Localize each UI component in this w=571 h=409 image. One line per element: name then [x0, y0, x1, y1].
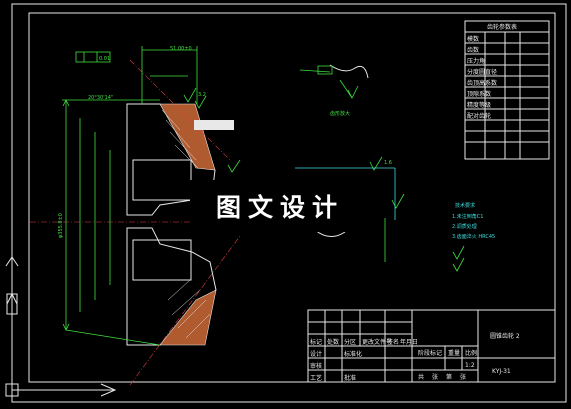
- svg-text:齿数: 齿数: [467, 46, 479, 54]
- svg-text:2.调质处理: 2.调质处理: [452, 223, 477, 230]
- svg-text:共: 共: [418, 373, 424, 381]
- svg-text:更改文件号: 更改文件号: [362, 338, 392, 346]
- roughness-symbols: 3.2 1.6: [183, 87, 405, 209]
- outer-frame: [11, 3, 567, 403]
- drawing-number[interactable]: KYJ-31: [492, 368, 511, 375]
- svg-text:技术要求: 技术要求: [455, 202, 475, 209]
- svg-text:1:2: 1:2: [465, 362, 475, 369]
- svg-text:年月日: 年月日: [400, 338, 418, 346]
- svg-text:签名: 签名: [387, 338, 399, 346]
- svg-text:标记: 标记: [310, 338, 322, 346]
- svg-text:齿轮参数表: 齿轮参数表: [487, 23, 517, 31]
- svg-text:张: 张: [460, 373, 466, 381]
- dimension-lines: [62, 46, 198, 346]
- svg-text:齿形放大: 齿形放大: [330, 110, 350, 117]
- svg-text:标准化: 标准化: [344, 350, 362, 358]
- dim-top-width[interactable]: 51.00±0: [170, 46, 192, 52]
- tolerance-frame-top[interactable]: 0.01: [75, 51, 111, 63]
- svg-text:工艺: 工艺: [310, 374, 322, 382]
- svg-text:配对齿轮: 配对齿轮: [467, 112, 491, 120]
- title-block: 标记 处数 分区 更改文件号 签名 年月日 设计 标准化 审核 工艺 批准 阶段…: [307, 309, 556, 383]
- svg-text:顶隙系数: 顶隙系数: [467, 90, 491, 98]
- svg-text:处数: 处数: [327, 338, 339, 346]
- svg-text:比例: 比例: [465, 349, 477, 357]
- svg-text:3.齿面淬火 HRC45: 3.齿面淬火 HRC45: [452, 233, 495, 240]
- svg-text:阶段标记: 阶段标记: [418, 349, 442, 357]
- svg-text:审核: 审核: [310, 362, 322, 370]
- inner-frame: [28, 12, 556, 383]
- svg-text:设计: 设计: [310, 350, 322, 358]
- dim-left-angle[interactable]: 20°30'14": [88, 95, 113, 101]
- svg-text:1.未注倒角C1: 1.未注倒角C1: [452, 213, 483, 220]
- svg-text:0.01: 0.01: [99, 56, 110, 62]
- dim-total-dia[interactable]: φ355.8±0: [58, 213, 64, 238]
- tooth-detail-view: 齿形放大: [295, 64, 396, 262]
- svg-text:分度圆直径: 分度圆直径: [467, 68, 497, 76]
- svg-text:第: 第: [446, 373, 452, 381]
- technical-notes: 技术要求 1.未注倒角C1 2.调质处理 3.齿面淬火 HRC45: [452, 202, 495, 272]
- svg-text:重量: 重量: [448, 349, 460, 357]
- svg-text:压力角: 压力角: [467, 57, 485, 65]
- ucs-icon: [5, 256, 117, 397]
- params-table: 齿轮参数表 模数 齿数 压力角 分度圆直径 齿顶高系数 顶隙系数 精度等级 配对…: [464, 20, 550, 160]
- watermark-text: 图文设计: [216, 193, 344, 222]
- svg-text:齿顶高系数: 齿顶高系数: [467, 79, 497, 87]
- svg-text:模数: 模数: [467, 35, 479, 43]
- svg-text:3.2: 3.2: [198, 92, 206, 98]
- svg-text:分区: 分区: [344, 338, 356, 346]
- tolerance-frame-mid[interactable]: [194, 120, 234, 130]
- svg-text:批准: 批准: [344, 374, 356, 382]
- svg-text:张: 张: [432, 373, 438, 381]
- part-name[interactable]: 圆锥齿轮 2: [490, 332, 520, 340]
- svg-text:1.6: 1.6: [384, 160, 392, 166]
- svg-text:精度等级: 精度等级: [467, 101, 491, 109]
